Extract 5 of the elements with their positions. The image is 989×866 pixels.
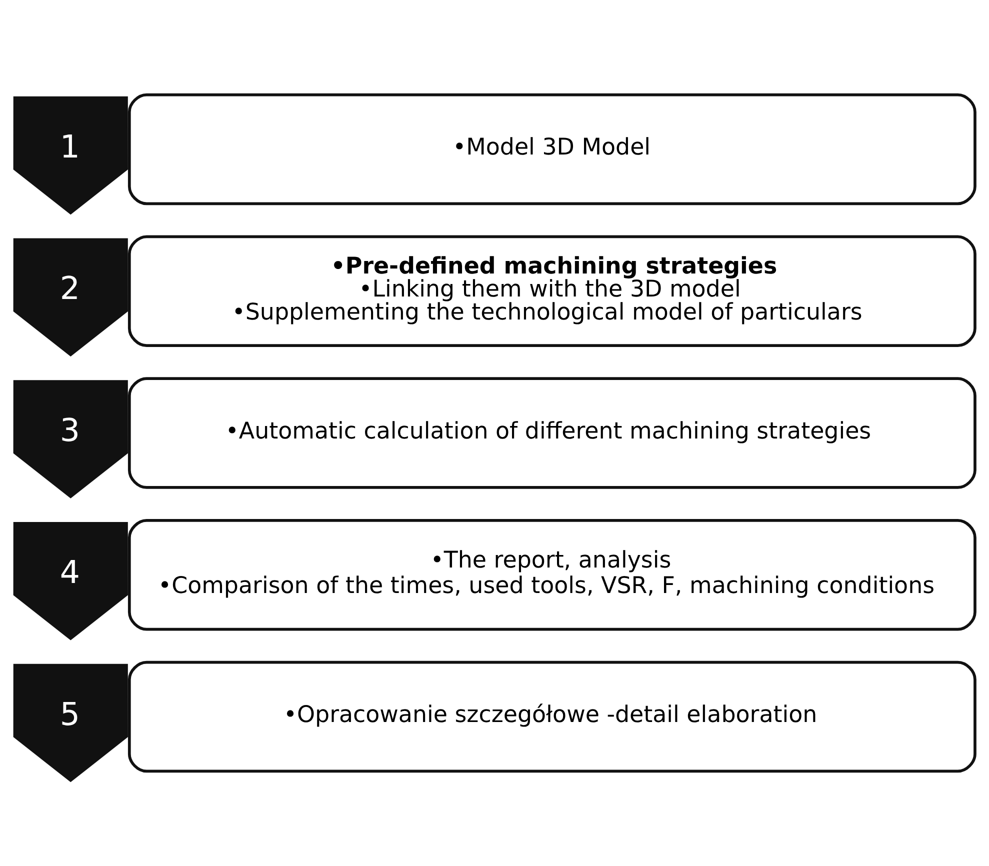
node-box: •The report, analysis •Comparison of the times, used tools, VSR, F, machining conditions — [128, 519, 976, 631]
node-box: •Model 3D Model — [128, 93, 976, 206]
node-box: •Automatic calculation of different machining strategies — [128, 377, 976, 489]
node-box: •Pre-defined machining strategies •Linking them with the 3D model •Supplementing the technological model of particulars — [128, 235, 976, 347]
node-box: •Opracowanie szczegółowe -detail elaboration — [128, 660, 976, 773]
